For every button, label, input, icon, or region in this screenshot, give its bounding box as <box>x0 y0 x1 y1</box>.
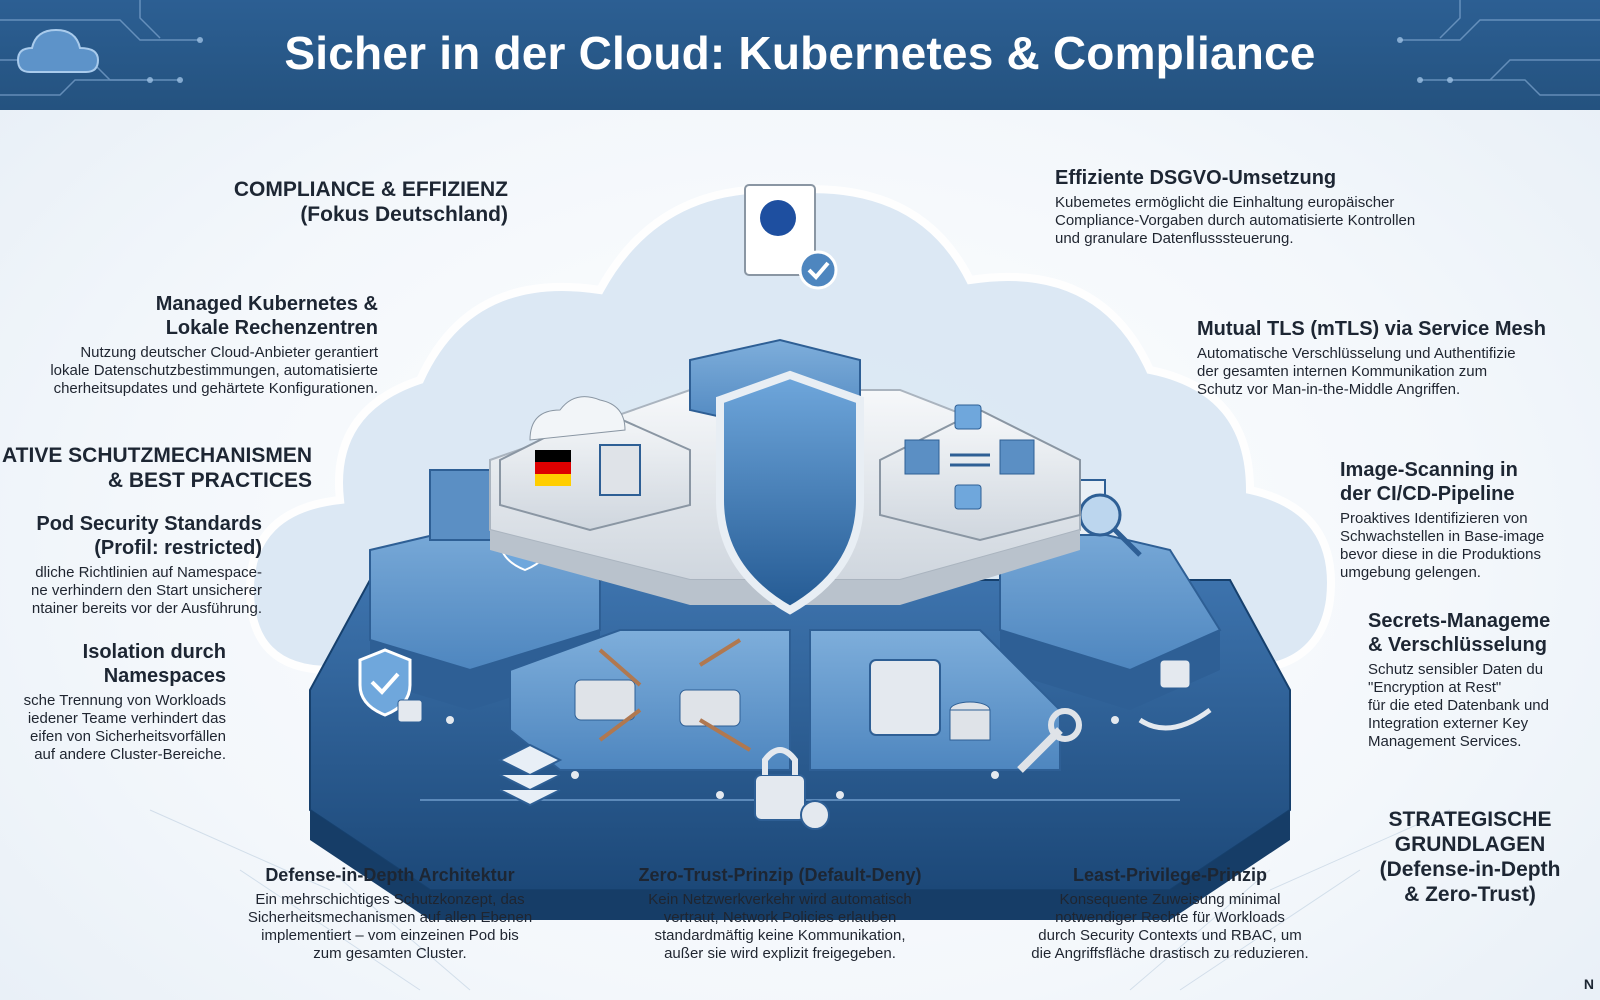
dsgvo-title: Effiziente DSGVO-Umsetzung <box>1055 167 1337 189</box>
managed-title: Managed Kubernetes & Lokale Rechenzentre… <box>155 293 378 339</box>
corner-mark: N <box>1583 976 1594 992</box>
image-scanning-text: Proaktives Identifizieren von Schwachste… <box>1340 510 1545 581</box>
zero-trust-title: Zero-Trust-Prinzip (Default-Deny) <box>638 865 922 885</box>
page-title: Sicher in der Cloud: Kubernetes & Compli… <box>284 27 1316 79</box>
least-privilege-title: Least-Privilege-Prinzip <box>1072 865 1268 885</box>
cube-icon <box>904 439 940 475</box>
cloud-icon <box>16 28 100 73</box>
cloud-small-icon <box>529 396 626 441</box>
lock-hand-icon <box>1159 659 1191 689</box>
defense-title: Defense-in-Depth Architektur <box>265 865 515 885</box>
team-icon <box>574 679 636 721</box>
least-privilege-text: Konsequente Zuweisung minimal notwendige… <box>1031 891 1309 962</box>
secrets-block: Secrets-Manageme & Verschlüsselung Schut… <box>1368 609 1600 751</box>
zero-trust-block: Zero-Trust-Prinzip (Default-Deny) Kein N… <box>600 863 960 963</box>
tile-mtls <box>879 404 1081 542</box>
pod-security-text: dliche Richtlinien auf Namespace- ne ver… <box>31 564 262 617</box>
isolation-text: sche Trennung von Workloads iedener Team… <box>23 692 226 763</box>
defense-in-depth-block: Defense-in-Depth Architektur Ein mehrsch… <box>215 863 565 963</box>
secrets-text: Schutz sensibler Daten du "Encryption at… <box>1368 661 1549 750</box>
central-shield-icon <box>716 370 864 615</box>
managed-text: Nutzung deutscher Cloud-Anbieter geranti… <box>50 344 378 397</box>
grid-lines <box>149 809 1451 991</box>
pod-security-title: Pod Security Standards (Profil: restrict… <box>36 513 262 559</box>
lock-x-icon <box>754 774 806 821</box>
native-protection-heading: ATIVE SCHUTZMECHANISMEN & BEST PRACTICES <box>2 444 312 492</box>
container-icon <box>429 469 501 541</box>
lock-icon <box>954 404 982 430</box>
mtls-title: Mutual TLS (mTLS) via Service Mesh <box>1197 318 1546 340</box>
compliance-heading: COMPLIANCE & EFFIZIENZ (Fokus Deutschlan… <box>233 178 508 226</box>
eu-flag-icon <box>760 200 796 236</box>
isolation-block: Isolation durch Namespaces sche Trennung… <box>0 640 226 764</box>
tile-zero-trust-namespaces <box>509 629 791 771</box>
cube-icon <box>999 439 1035 475</box>
mtls-text: Automatische Verschlüsselung und Authent… <box>1197 345 1516 398</box>
pod-security-block: Pod Security Standards (Profil: restrict… <box>0 512 262 618</box>
zero-trust-text: Kein Netzwerkverkehr wird automatisch ve… <box>648 891 912 962</box>
check-icon <box>798 250 838 290</box>
database-icon <box>949 709 991 741</box>
tile-managed-kubernetes <box>499 396 691 532</box>
isolation-title: Isolation durch Namespaces <box>82 641 226 687</box>
title-banner: Sicher in der Cloud: Kubernetes & Compli… <box>0 0 1600 110</box>
base-icons <box>358 648 1212 830</box>
lock-icon <box>954 484 982 510</box>
mtls-block: Mutual TLS (mTLS) via Service Mesh Autom… <box>1197 317 1600 399</box>
security-layer-diagram <box>149 184 1451 991</box>
least-privilege-block: Least-Privilege-Prinzip Konsequente Zuwe… <box>985 863 1355 963</box>
layers-icon <box>497 743 563 807</box>
dsgvo-text: Kubemetes ermöglicht die Einhaltung euro… <box>1055 194 1416 247</box>
gear-icon <box>679 689 741 727</box>
dsgvo-block: Effiziente DSGVO-Umsetzung Kubemetes erm… <box>1055 166 1595 248</box>
shield-check-icon <box>358 648 412 717</box>
defense-text: Ein mehrschichtiges Schutzkonzept, das S… <box>247 891 533 962</box>
managed-kubernetes-block: Managed Kubernetes & Lokale Rechenzentre… <box>0 292 378 398</box>
exchange-arrows-icon <box>950 453 990 467</box>
strategic-heading: STRATEGISCHE GRUNDLAGEN (Defense-in-Dept… <box>1379 808 1561 906</box>
image-scanning-title: Image-Scanning in der CI/CD-Pipeline <box>1340 459 1518 505</box>
server-icon <box>599 444 641 496</box>
lock-icon <box>397 699 423 723</box>
barrier-icon <box>598 638 752 752</box>
safe-icon <box>869 659 941 736</box>
secrets-title: Secrets-Manageme & Verschlüsselung <box>1368 610 1551 656</box>
tile-pod-security <box>369 469 601 710</box>
german-flag-icon <box>535 450 571 462</box>
image-scanning-block: Image-Scanning in der CI/CD-Pipeline Pro… <box>1340 458 1600 582</box>
circuit-pattern <box>0 0 1600 96</box>
